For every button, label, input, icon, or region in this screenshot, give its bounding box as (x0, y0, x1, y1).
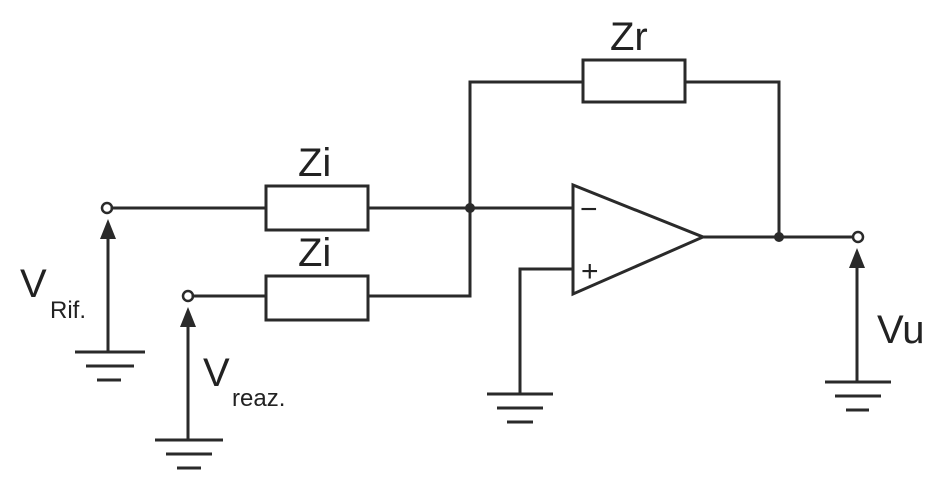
zi-top-resistor (264, 184, 370, 232)
vu-arrow-head (849, 248, 865, 268)
vreaz-arrow-head (180, 307, 196, 327)
zi-bottom-resistor (264, 274, 370, 322)
vrif-arrow-head (100, 219, 116, 239)
vrif-label-main: V (20, 262, 47, 306)
vrif-label-sub: Rif. (50, 297, 86, 324)
non-inverting-sign: + (581, 255, 599, 288)
vreaz-label-sub: reaz. (232, 385, 285, 412)
zr-resistor (581, 58, 687, 104)
output-junction (774, 232, 784, 242)
zi-top-label: Zi (298, 141, 331, 185)
inverting-sign: − (580, 193, 598, 226)
op-amp-triangle (571, 182, 707, 297)
zi-bottom-label: Zi (298, 231, 331, 275)
vu-label: Vu (877, 308, 924, 352)
vu-terminal (851, 230, 865, 244)
vreaz-label-main: V (203, 351, 230, 395)
zr-label: Zr (610, 15, 648, 59)
